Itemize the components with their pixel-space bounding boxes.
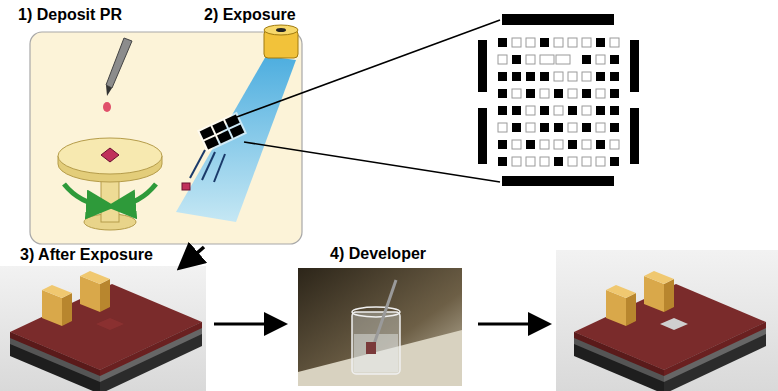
step-label: 2) Exposure: [204, 6, 296, 24]
pipette: [103, 38, 132, 112]
zoom-line: [234, 20, 500, 118]
step-label: 3) After Exposure: [20, 246, 153, 264]
chip-after-develop: [556, 250, 778, 391]
process-arrow: [478, 323, 546, 326]
developer-photo: [298, 268, 462, 386]
exposure-lamp: [176, 25, 298, 222]
mask-pattern: [478, 14, 639, 186]
step-label: 1) Deposit PR: [18, 6, 122, 24]
process-panel: [30, 32, 302, 244]
process-arrow: [182, 247, 204, 266]
zoom-line: [244, 142, 500, 182]
spin-coater: [58, 138, 162, 230]
process-arrow: [214, 323, 282, 326]
step-label: 4) Developer: [330, 245, 426, 263]
chip-after-exposure: [0, 266, 206, 391]
